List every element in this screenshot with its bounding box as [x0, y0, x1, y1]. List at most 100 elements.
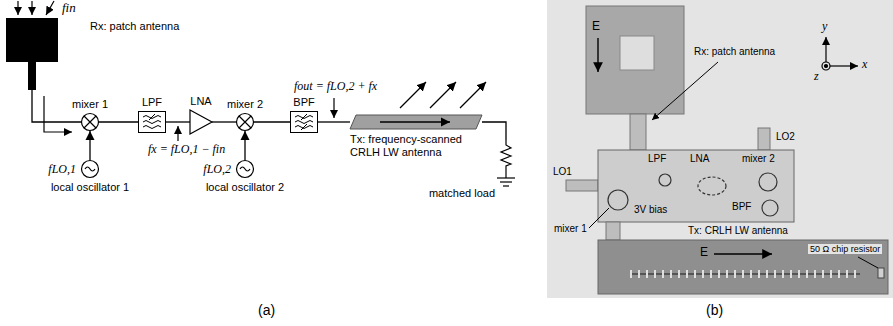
- filter-box-outline: [149, 114, 155, 120]
- part-caption: local oscillator 1: [51, 181, 129, 194]
- patch-antenna-outline: [6, 18, 58, 62]
- incoming-wave-arrows: [31, 1, 32, 15]
- resistor-symbol-outline: [500, 140, 512, 170]
- filter-box-outline: [291, 112, 318, 133]
- photo: [762, 200, 778, 216]
- part-label: 50 Ω chip resistor: [808, 244, 882, 254]
- photo: [758, 128, 770, 150]
- oscillator-symbol: fLO,2local oscillator 2: [236, 160, 254, 178]
- field-label: E: [700, 246, 708, 260]
- signal-wire: [482, 122, 506, 140]
- amplifier-triangle-outline: [190, 110, 212, 134]
- freq-pointer-arrows: [333, 98, 334, 118]
- axis-label: z: [814, 70, 819, 84]
- part-label: fLO,1: [48, 163, 76, 176]
- mixer-symbol-outline: [82, 114, 99, 131]
- axes: [825, 37, 826, 62]
- incoming-wave-arrows: [46, 1, 54, 15]
- signal-wire: [99, 121, 138, 122]
- resistor-symbol-outline: [501, 140, 511, 170]
- part-label: 3V bias: [634, 204, 667, 216]
- frequency-equation: fx = fLO,1 − fin: [148, 143, 225, 157]
- patch-antenna-outline: [6, 18, 58, 62]
- oscillator-symbol-outline: [81, 160, 99, 178]
- photo: [630, 270, 860, 278]
- photo: [566, 180, 598, 191]
- signal-wire: [244, 131, 245, 160]
- ground-symbol: [497, 177, 515, 178]
- part-label: LPF: [648, 153, 666, 165]
- photo: [586, 6, 684, 114]
- radiation-arrows: [430, 82, 456, 108]
- photo: [606, 222, 620, 240]
- ground-symbol: [497, 170, 515, 186]
- part-caption: local oscillator 2: [206, 181, 284, 194]
- mixer-symbol-outline: [239, 116, 251, 128]
- part-label: Tx: CRLH LW antenna: [688, 225, 788, 237]
- radiation-arrows: [400, 82, 426, 108]
- oscillator-symbol-outline: [236, 160, 254, 178]
- leaky-wave-antenna-outline: [350, 115, 482, 129]
- photo: [598, 240, 888, 294]
- panel-label: (a): [258, 302, 275, 318]
- part-label: BPF: [293, 96, 314, 109]
- signal-wire: [166, 121, 190, 122]
- mixer-symbol-outline: [237, 114, 254, 131]
- part-label: fLO,2: [203, 163, 231, 176]
- oscillator-symbol-outline: [240, 167, 250, 171]
- part-label: BPF: [732, 201, 751, 213]
- signal-flow-arrow: [44, 96, 72, 132]
- filter-box-outline: [290, 111, 318, 133]
- axes: [822, 37, 858, 70]
- photo: [878, 268, 884, 278]
- signal-wire: [89, 131, 90, 160]
- filter-box: LPF: [138, 111, 166, 133]
- mixer-symbol-outline: [81, 113, 99, 131]
- photo: [698, 177, 726, 195]
- axes: [822, 62, 830, 70]
- amplifier-triangle: LNA: [190, 110, 212, 134]
- oscillator-symbol: fLO,1local oscillator 1: [81, 160, 99, 178]
- oscillator-symbol-outline: [82, 161, 99, 178]
- photo: [714, 253, 772, 254]
- ground-symbol: [503, 185, 509, 186]
- part-label: Rx: patch antenna: [90, 20, 179, 33]
- mixer-symbol: mixer 1: [81, 113, 99, 131]
- axes: [825, 65, 828, 68]
- leaky-wave-antenna: Tx: frequency-scanned CRLH LW antenna: [350, 115, 482, 129]
- photo: [547, 0, 893, 298]
- axis-label: y: [822, 20, 827, 34]
- part-label: mixer 2: [227, 98, 263, 111]
- field-label: E: [592, 20, 600, 34]
- part-label: LNA: [190, 95, 211, 108]
- part-label: matched load: [429, 187, 495, 200]
- patch-antenna: Rx: patch antenna: [6, 18, 58, 62]
- freq-pointer-arrows: [177, 126, 178, 141]
- leaky-wave-antenna-outline: [380, 121, 450, 122]
- ground-symbol: [505, 170, 506, 178]
- frequency-label: fin: [62, 1, 76, 16]
- mixer-symbol: mixer 2: [236, 113, 254, 131]
- filter-box-outline: [138, 111, 166, 133]
- signal-wire: [318, 121, 350, 122]
- filter-box-outline: [139, 112, 166, 133]
- part-label: Rx: patch antenna: [694, 46, 775, 58]
- oscillator-symbol-outline: [237, 161, 254, 178]
- port-label: LO1: [553, 166, 572, 178]
- radiation-arrows: [400, 82, 486, 108]
- part-label: mixer 2: [742, 153, 775, 165]
- mixer-symbol-outline: [236, 113, 254, 131]
- filter-box: BPF: [290, 111, 318, 133]
- mixer-symbol-outline: [84, 116, 96, 128]
- radiation-arrows: [460, 82, 486, 108]
- photo: [759, 173, 777, 191]
- signal-wire: [212, 121, 236, 122]
- photo: [630, 273, 860, 275]
- photo: [620, 36, 654, 70]
- photo: [858, 257, 878, 268]
- frequency-equation: fout = fLO,2 + fx: [294, 80, 377, 94]
- axes: [830, 65, 858, 66]
- resistor-symbol: matched load: [500, 140, 512, 170]
- axis-label: x: [862, 58, 867, 72]
- photo: [630, 114, 646, 150]
